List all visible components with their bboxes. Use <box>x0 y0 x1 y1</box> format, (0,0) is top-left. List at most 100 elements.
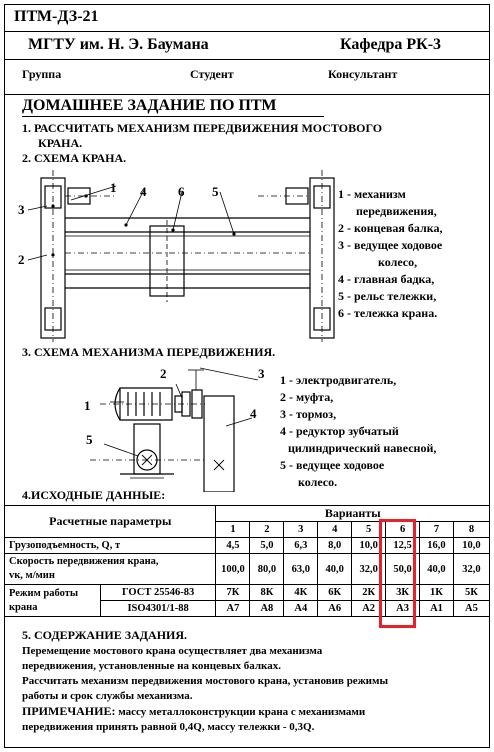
value-cell: 8К <box>249 584 285 601</box>
table-row: Скорость передвижения крана, vк, м/мин 1… <box>3 553 491 585</box>
value-cell: 80,0 <box>249 553 285 585</box>
mech-legend-line: 5 - ведущее ходовое <box>280 458 385 472</box>
mech-callout-2: 2 <box>160 366 167 381</box>
variant-cell: 4 <box>317 521 353 538</box>
variant-cell: 3 <box>283 521 319 538</box>
variants-header: Варианты <box>215 505 490 522</box>
table-row: Режим работы крана ГОСТ 25546-83 7К 8К 4… <box>4 584 491 617</box>
crane-callout-1: 1 <box>110 180 117 195</box>
value-cell: 1К <box>419 584 454 601</box>
mech-callout-1: 1 <box>84 398 91 413</box>
crane-callout-2: 2 <box>18 252 25 267</box>
mech-legend-line: 3 - тормоз, <box>280 407 337 421</box>
variant-cell: 1 <box>215 521 251 538</box>
variants-row: 1 2 3 4 5 6 7 8 <box>5 521 491 538</box>
mech-callout-4: 4 <box>250 406 257 421</box>
task-1: 1. РАССЧИТАТЬ МЕХАНИЗМ ПЕРЕДВИЖЕНИЯ МОСТ… <box>22 121 383 135</box>
table-row: Грузоподъемность, Q, т 4,5 5,0 6,3 8,0 1… <box>3 537 491 554</box>
speed-label-line: Скорость передвижения крана, <box>9 556 159 567</box>
page-title: ДОМАШНЕЕ ЗАДАНИЕ ПО ПТМ <box>22 97 277 114</box>
value-cell: А5 <box>452 600 491 617</box>
task-3: 3. СХЕМА МЕХАНИЗМА ПЕРЕДВИЖЕНИЯ. <box>22 345 276 359</box>
iso-label: ISO4301/1-88 <box>99 600 217 617</box>
title-underline <box>22 116 324 117</box>
value-cell: А8 <box>249 600 285 617</box>
mechanism-scheme-diagram <box>90 367 259 492</box>
crane-legend-line: колесо, <box>378 255 418 269</box>
crane-callout-5: 5 <box>212 184 219 199</box>
section-5-body: Перемещение мостового крана осуществляет… <box>22 644 388 735</box>
variant-cell: 2 <box>249 521 285 538</box>
crane-legend-line: 6 - тележка крана. <box>338 306 438 320</box>
speed-label-line: vк, м/мин <box>9 570 55 581</box>
group-label: Группа <box>22 67 62 81</box>
value-cell: 100,0 <box>215 553 251 585</box>
crane-callout-4: 4 <box>140 184 147 199</box>
value-cell: 16,0 <box>419 537 454 554</box>
value-cell: А7 <box>215 600 251 617</box>
value-cell: 4К <box>283 584 319 601</box>
university-name: МГТУ им. Н. Э. Баумана <box>28 36 209 53</box>
value-cell: 4,5 <box>215 537 251 554</box>
value-cell: А1 <box>419 600 454 617</box>
document-frame <box>4 4 490 748</box>
value-cell: А2 <box>351 600 387 617</box>
value-cell: 40,0 <box>317 553 353 585</box>
department-name: Кафедра РК-3 <box>340 36 442 53</box>
doc-code: ПТМ-ДЗ-21 <box>14 8 99 25</box>
table-row: ISO4301/1-88 А7 А8 А4 А6 А2 А3 А1 А5 <box>5 600 491 617</box>
variant-cell: 7 <box>419 521 454 538</box>
value-cell: 7К <box>215 584 251 601</box>
value-cell: 5,0 <box>249 537 285 554</box>
value-cell: 10,0 <box>452 537 491 554</box>
mech-legend-line: 2 - муфта, <box>280 390 334 404</box>
divider <box>4 94 490 95</box>
value-cell: 5К <box>452 584 491 601</box>
crane-callout-6: 6 <box>178 184 185 199</box>
mech-legend-line: 4 - редуктор зубчатый <box>280 424 399 438</box>
divider <box>4 31 490 32</box>
crane-legend-line: 1 - механизм <box>338 187 406 201</box>
crane-scheme-diagram <box>27 170 335 342</box>
mechanism-legend: 1 - электродвигатель, 2 - муфта, 3 - тор… <box>280 372 436 491</box>
student-label: Студент <box>190 67 234 81</box>
value-cell: 6К <box>317 584 353 601</box>
mech-legend-line: цилиндрический навесной, <box>288 441 437 455</box>
value-cell: А4 <box>283 600 319 617</box>
section-5-line: работы и срок службы механизма. <box>22 690 193 702</box>
divider <box>4 59 490 60</box>
param-header: Расчетные параметры <box>3 505 217 538</box>
table-header-row: Расчетные параметры Варианты <box>3 505 490 538</box>
task-2: 2. СХЕМА КРАНА. <box>22 151 127 165</box>
mech-legend-line: 1 - электродвигатель, <box>280 373 397 387</box>
task-1-cont: КРАНА. <box>38 136 83 150</box>
value-cell: 63,0 <box>283 553 319 585</box>
mode-label-line: крана <box>9 601 38 613</box>
value-cell: 40,0 <box>419 553 454 585</box>
note-label: ПРИМЕЧАНИЕ: <box>22 704 116 718</box>
mech-legend-line: колесо. <box>298 475 338 489</box>
value-cell: 6,3 <box>283 537 319 554</box>
section-5-line: Перемещение мостового крана осуществляет… <box>22 645 323 657</box>
parameters-table: Расчетные параметры Варианты 1 2 3 4 5 6… <box>3 505 491 617</box>
task-4: 4.ИСХОДНЫЕ ДАННЫЕ: <box>22 488 166 502</box>
consultant-label: Консультант <box>328 67 398 81</box>
crane-legend-line: 2 - концевая балка, <box>338 221 443 235</box>
load-label: Грузоподъемность, Q, т <box>3 537 217 554</box>
section-5-heading: 5. СОДЕРЖАНИЕ ЗАДАНИЯ. <box>22 628 188 642</box>
crane-legend-line: передвижения, <box>356 204 437 218</box>
section-5-line: передвижения, установленные на концевых … <box>22 660 281 672</box>
speed-label: Скорость передвижения крана, vк, м/мин <box>3 553 217 585</box>
value-cell: 32,0 <box>452 553 491 585</box>
mech-callout-5: 5 <box>86 432 93 447</box>
note-line-2: передвижения принять равной 0,4Q, массу … <box>22 721 315 733</box>
crane-legend-line: 4 - главная бадка, <box>338 272 435 286</box>
mode-label: Режим работы крана <box>4 584 101 617</box>
mode-label-line: Режим работы <box>9 587 79 599</box>
value-cell: 8,0 <box>317 537 353 554</box>
mech-callout-3: 3 <box>258 366 265 381</box>
note-line: ПРИМЕЧАНИЕ: массу металлоконструкции кра… <box>22 704 388 720</box>
section-5-line: Рассчитать механизм передвижения мостово… <box>22 675 389 687</box>
value-cell: А3 <box>385 600 421 617</box>
crane-callout-3: 3 <box>18 202 25 217</box>
